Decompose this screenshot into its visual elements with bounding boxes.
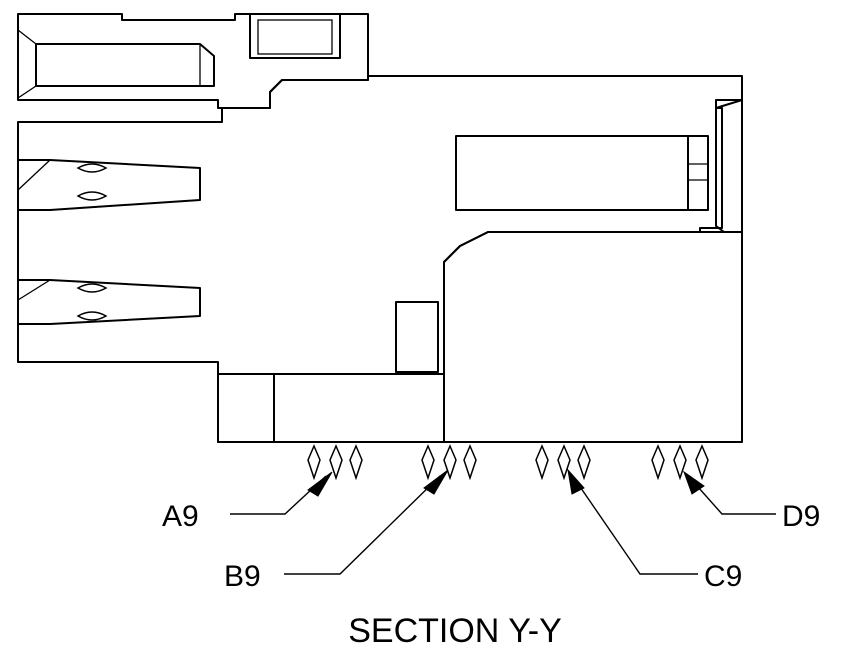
label-d9: D9 [782, 500, 820, 533]
label-c9: C9 [704, 560, 742, 593]
leader-c9 [567, 468, 698, 575]
main-housing [17, 75, 743, 375]
pin-group-a [307, 444, 363, 481]
label-a9: A9 [162, 500, 199, 533]
leader-d9 [682, 470, 776, 515]
section-title: SECTION Y-Y [348, 612, 562, 650]
pin-group-b [421, 444, 477, 481]
lower-left-block [217, 373, 445, 443]
contact-pins [307, 444, 709, 481]
leader-b9 [284, 469, 449, 575]
pin-group-c [535, 444, 591, 481]
upper-left-block [17, 13, 369, 109]
pin-group-d [651, 444, 709, 481]
right-strip [715, 99, 743, 233]
leader-a9 [230, 471, 333, 515]
insert-block [443, 231, 743, 443]
label-b9: B9 [224, 560, 261, 593]
